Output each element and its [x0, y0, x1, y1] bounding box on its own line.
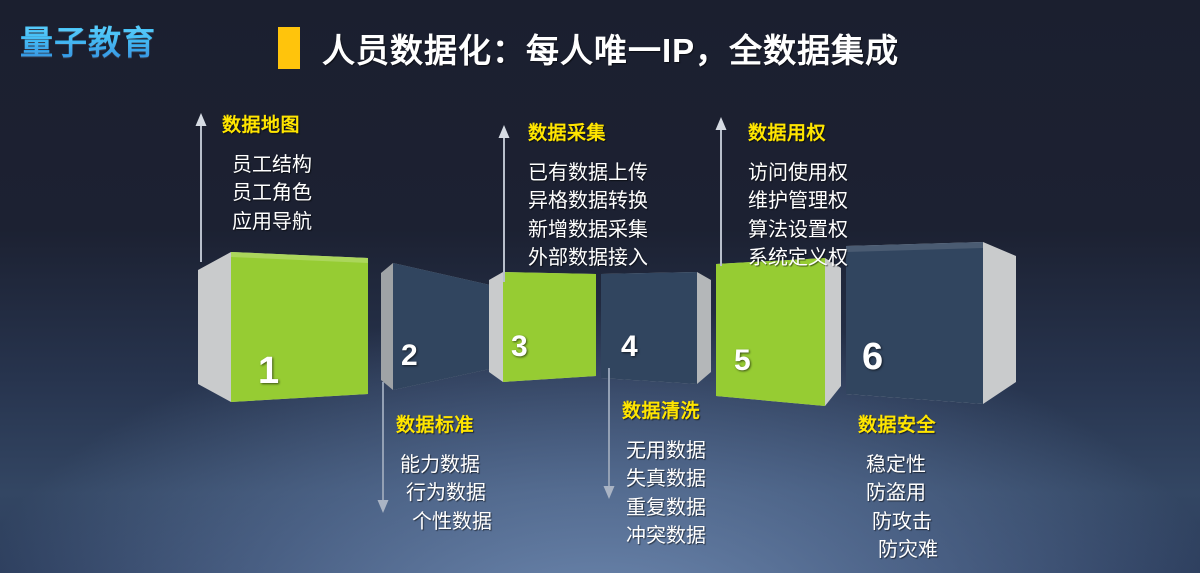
stage-group-5: 数据用权 访问使用权 维护管理权 算法设置权 系统定义权 — [748, 118, 848, 273]
stage-title-2: 数据标准 — [396, 415, 475, 436]
stage-title-1: 数据地图 — [222, 115, 301, 136]
stage-item: 员工结构 — [232, 154, 312, 176]
connector-arrow-up-3 — [497, 124, 511, 284]
stage-cube-2[interactable]: 2 — [381, 263, 499, 390]
stage-group-6: 数据安全 稳定性 防盗用 防攻击 防灾难 — [858, 410, 938, 565]
stage-items-3: 已有数据上传 异格数据转换 新增数据采集 外部数据接入 — [528, 159, 648, 273]
stage-item: 重复数据 — [626, 496, 706, 519]
stage-item: 冲突数据 — [626, 525, 706, 548]
stage-title-6: 数据安全 — [858, 415, 937, 436]
stage-item: 应用导航 — [232, 210, 312, 233]
arrow-up-icon — [195, 113, 207, 262]
arrow-down-icon — [603, 368, 615, 499]
stage-item: 新增数据采集 — [528, 218, 648, 241]
stage-title-4: 数据清洗 — [622, 401, 701, 422]
connector-arrow-down-4 — [602, 368, 616, 500]
cube-6-shape — [846, 242, 1016, 404]
brand-logo: 量子教育 — [20, 16, 156, 64]
stage-item: 已有数据上传 — [528, 162, 648, 184]
stage-number-4: 4 — [621, 330, 638, 363]
stage-item: 能力数据 — [400, 454, 480, 476]
stage-items-2: 能力数据 行为数据 个性数据 — [396, 451, 492, 536]
stage-item: 个性数据 — [412, 510, 492, 533]
stage-item: 防灾难 — [878, 539, 938, 562]
stage-cube-3[interactable]: 3 — [489, 272, 596, 382]
stage-title-5: 数据用权 — [748, 123, 827, 144]
stage-item: 员工角色 — [232, 182, 312, 205]
stage-items-1: 员工结构 员工角色 应用导航 — [222, 151, 312, 236]
stage-item: 外部数据接入 — [528, 247, 648, 270]
stage-group-1: 数据地图 员工结构 员工角色 应用导航 — [222, 110, 312, 236]
arrow-down-icon — [377, 382, 389, 513]
stage-number-6: 6 — [862, 336, 884, 378]
stage-item: 异格数据转换 — [528, 190, 648, 213]
stage-number-5: 5 — [734, 344, 751, 377]
cube-2-shape — [381, 263, 499, 390]
stage-number-2: 2 — [401, 339, 418, 372]
connector-arrow-down-2 — [376, 382, 390, 514]
connector-arrow-up-5 — [714, 116, 728, 268]
stage-items-4: 无用数据 失真数据 重复数据 冲突数据 — [622, 437, 706, 551]
cube-5-shape — [716, 258, 841, 406]
slide-title-bar: 人员数据化：每人唯一IP，全数据集成 — [278, 24, 899, 72]
stage-cube-6[interactable]: 6 — [846, 242, 1016, 404]
stage-item: 防攻击 — [872, 510, 932, 533]
arrow-up-icon — [498, 125, 510, 282]
stage-group-2: 数据标准 能力数据 行为数据 个性数据 — [396, 410, 492, 536]
stage-group-4: 数据清洗 无用数据 失真数据 重复数据 冲突数据 — [622, 396, 706, 551]
stage-item: 防盗用 — [866, 482, 926, 505]
stage-item: 访问使用权 — [748, 162, 848, 184]
stage-number-3: 3 — [511, 330, 528, 363]
stage-group-3: 数据采集 已有数据上传 异格数据转换 新增数据采集 外部数据接入 — [528, 118, 648, 273]
stage-cube-4[interactable]: 4 — [601, 272, 711, 384]
stage-item: 稳定性 — [866, 454, 926, 476]
stage-item: 无用数据 — [626, 440, 706, 462]
stage-item: 系统定义权 — [748, 247, 848, 270]
stage-item: 维护管理权 — [748, 190, 848, 213]
stage-item: 行为数据 — [406, 482, 486, 505]
title-marker-icon — [278, 27, 300, 69]
stage-items-6: 稳定性 防盗用 防攻击 防灾难 — [858, 451, 938, 565]
cube-4-shape — [601, 272, 711, 384]
stage-cube-5[interactable]: 5 — [716, 258, 841, 406]
stage-item: 失真数据 — [626, 468, 706, 491]
stage-item: 算法设置权 — [748, 218, 848, 241]
stage-number-1: 1 — [258, 350, 280, 392]
stage-items-5: 访问使用权 维护管理权 算法设置权 系统定义权 — [748, 159, 848, 273]
connector-arrow-up-1 — [194, 112, 208, 264]
stage-cube-1[interactable]: 1 — [198, 252, 368, 402]
stage-title-3: 数据采集 — [528, 123, 607, 144]
page-title: 人员数据化：每人唯一IP，全数据集成 — [322, 32, 900, 69]
cube-1-shape — [198, 252, 368, 402]
cube-3-shape — [489, 272, 596, 382]
arrow-up-icon — [715, 117, 727, 266]
